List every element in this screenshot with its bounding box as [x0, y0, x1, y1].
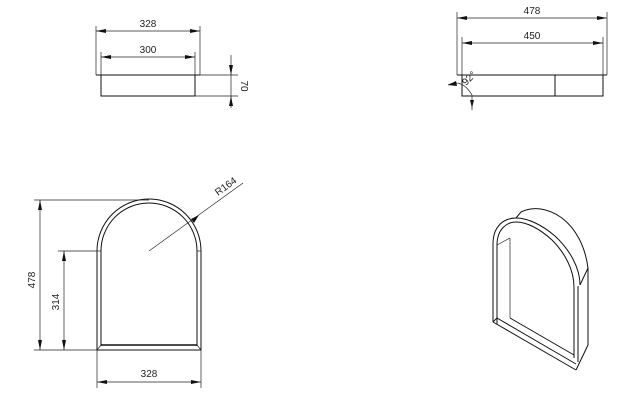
bottom-front-edge: [492, 321, 577, 371]
arrow-icon: [38, 340, 42, 350]
arrow-icon: [597, 16, 607, 20]
arrow-icon: [229, 96, 233, 106]
arrow-icon: [448, 81, 457, 86]
bottom-back-edge: [509, 317, 575, 356]
depth-line: [579, 267, 589, 286]
dim-label-478: 478: [524, 6, 541, 17]
dim-label-300: 300: [140, 45, 157, 56]
corner-line: [196, 344, 202, 351]
arrow-icon: [38, 200, 42, 210]
dim-label-328-bottom: 328: [141, 369, 158, 380]
front-frame-inner: [496, 221, 575, 324]
arrow-icon: [185, 55, 195, 59]
arrow-icon: [191, 380, 201, 384]
inner-outline: [100, 202, 198, 346]
outer-outline: [96, 198, 202, 351]
top-right-view: 478 450 92°: [447, 6, 608, 110]
corner-line: [96, 344, 102, 351]
dim-label-450: 450: [524, 31, 541, 42]
arrow-icon: [191, 215, 199, 223]
front-view: R164 478 314 328: [27, 175, 244, 388]
top-view-body: [100, 74, 196, 97]
corner-line: [492, 317, 498, 323]
arrow-icon: [229, 65, 233, 75]
arrow-icon: [97, 380, 107, 384]
dim-label-70: 70: [238, 80, 249, 92]
arrow-icon: [62, 251, 66, 261]
depth-line: [515, 211, 522, 219]
arrow-icon: [101, 55, 111, 59]
arrow-icon: [593, 41, 603, 45]
arrow-icon: [457, 16, 467, 20]
bottom-right-depth: [575, 344, 589, 371]
isometric-view: [492, 208, 589, 371]
back-arch: [520, 208, 589, 269]
side-view-body: [461, 74, 604, 97]
bottom-inner-edge: [496, 317, 577, 365]
dim-label-478-height: 478: [27, 271, 38, 288]
arrow-icon: [470, 100, 474, 108]
front-frame-outer: [492, 217, 581, 322]
spring-line: [496, 237, 511, 246]
arrow-icon: [462, 41, 472, 45]
dim-label-328: 328: [140, 19, 157, 30]
dim-label-314: 314: [51, 293, 62, 310]
arrow-icon: [96, 29, 106, 33]
top-left-view: 328 300 70: [95, 19, 249, 108]
arrow-icon: [190, 29, 200, 33]
arrow-icon: [62, 340, 66, 350]
